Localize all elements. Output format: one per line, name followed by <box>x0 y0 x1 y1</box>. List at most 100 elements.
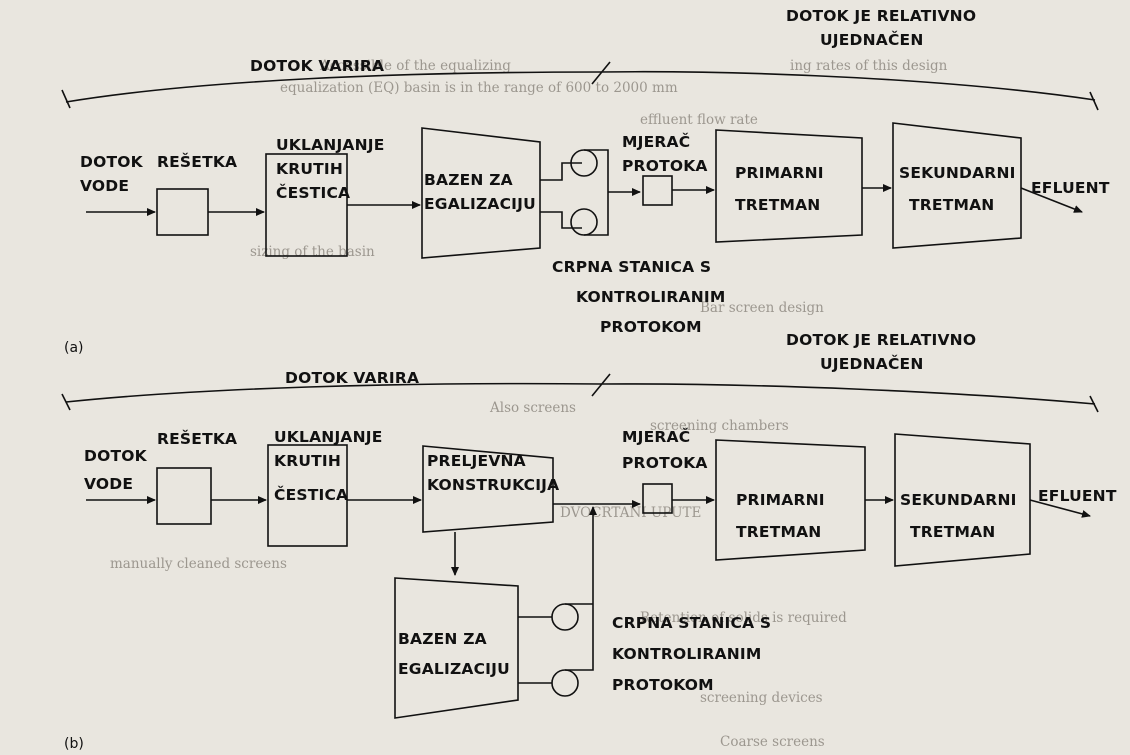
background-text-line: Bar screen design <box>700 300 824 316</box>
flow-uniform-bracket-b <box>599 383 1096 405</box>
flow-meter-box-b <box>642 483 673 514</box>
label-effluent-a: EFLUENT <box>1031 179 1110 197</box>
label-flow-varies-a: DOTOK VARIRA <box>250 57 385 75</box>
label-grit-removal-b-line1: UKLANJANJE <box>274 428 383 446</box>
label-inflow-b: DOTOK VODE <box>84 442 147 498</box>
label-secondary-a: SEKUNDARNI TRETMAN <box>899 157 1016 221</box>
label-grit-removal-b: UKLANJANJE KRUTIH ČESTICA <box>274 425 383 507</box>
label-equalization-basin-b: BAZEN ZA EGALIZACIJU <box>398 624 510 684</box>
background-text-line: screening chambers <box>650 418 789 434</box>
label-inflow-a-line1: DOTOK <box>80 153 143 171</box>
effluent-arrow-b <box>1029 499 1091 518</box>
label-inflow-a: DOTOK VODE <box>80 150 143 198</box>
flow-varies-bracket-b <box>65 382 601 403</box>
background-text-line: Retention of solids is required <box>640 610 847 626</box>
label-flow-meter-b: MJERAČ PROTOKA <box>622 425 708 475</box>
equalization-basin-shape-a <box>421 127 541 259</box>
label-flow-uniform-b: DOTOK JE RELATIVNO UJEDNAČEN <box>786 328 976 376</box>
label-flow-uniform-a: DOTOK JE RELATIVNO UJEDNAČEN <box>786 4 976 52</box>
label-primary-b-line1: PRIMARNI <box>736 491 825 509</box>
part-label-a: (a) <box>64 340 84 356</box>
label-pump-station-b-line3: PROTOKOM <box>612 676 714 694</box>
bracket-tick-a-mid <box>591 61 611 85</box>
pump-line-a-bottom <box>540 211 582 229</box>
label-primary-a-line2: TRETMAN <box>735 196 821 214</box>
pump-symbol-b-top <box>551 603 579 631</box>
label-pump-station-b-line2: KONTROLIRANIM <box>612 645 762 663</box>
flow-varies-bracket-a <box>65 71 601 103</box>
label-secondary-a-line1: SEKUNDARNI <box>899 164 1016 182</box>
label-flow-meter-a: MJERAČ PROTOKA <box>622 130 708 178</box>
label-primary-a-line1: PRIMARNI <box>735 164 824 182</box>
pump-outlet-a-top <box>584 149 609 192</box>
label-flow-uniform-b-line2: UJEDNAČEN <box>820 355 924 373</box>
secondary-treatment-shape-b <box>894 433 1031 567</box>
screen-box-a <box>156 188 209 236</box>
label-grit-removal-a: UKLANJANJE KRUTIH ČESTICA <box>276 133 385 205</box>
primary-treatment-shape-b <box>715 439 866 561</box>
screen-box-b <box>156 467 212 525</box>
label-diversion-structure-b-line2: KONSTRUKCIJA <box>427 476 560 494</box>
bracket-tick-b-left <box>61 393 71 411</box>
label-effluent-b: EFLUENT <box>1038 487 1117 505</box>
label-equalization-basin-a: BAZEN ZA EGALIZACIJU <box>424 168 536 216</box>
label-grit-removal-b-line2: KRUTIH <box>274 452 342 470</box>
label-secondary-b-line1: SEKUNDARNI <box>900 491 1017 509</box>
label-secondary-b: SEKUNDARNI TRETMAN <box>900 484 1017 548</box>
label-pump-station-b-line1: CRPNA STANICA S <box>612 614 772 632</box>
label-equalization-basin-a-line2: EGALIZACIJU <box>424 195 536 213</box>
label-primary-a: PRIMARNI TRETMAN <box>735 157 824 221</box>
label-inflow-a-line2: VODE <box>80 177 130 195</box>
label-flow-meter-a-line1: MJERAČ <box>622 133 691 151</box>
pump-symbol-b-bottom <box>551 669 579 697</box>
label-pump-station-a-line3: PROTOKOM <box>600 318 702 336</box>
label-grit-removal-a-line2: KRUTIH <box>276 160 344 178</box>
part-label-b: (b) <box>64 736 84 752</box>
background-text-line: Accessible of the equalizing <box>320 58 511 74</box>
pump-symbol-a-bottom <box>570 208 598 236</box>
label-grit-removal-a-line3: ČESTICA <box>276 184 351 202</box>
label-inflow-b-line2: VODE <box>84 475 134 493</box>
label-grit-removal-a-line1: UKLANJANJE <box>276 136 385 154</box>
label-flow-meter-b-line2: PROTOKA <box>622 454 708 472</box>
pump-outlet-b-bottom <box>565 604 594 671</box>
diversion-structure-shape-b <box>422 445 554 533</box>
label-primary-b: PRIMARNI TRETMAN <box>736 484 825 548</box>
label-equalization-basin-a-line1: BAZEN ZA <box>424 171 513 189</box>
label-secondary-b-line2: TRETMAN <box>910 523 996 541</box>
label-screen-b: REŠETKA <box>157 430 238 448</box>
bracket-tick-a-left <box>61 89 71 109</box>
secondary-treatment-shape-a <box>892 122 1022 249</box>
label-primary-b-line2: TRETMAN <box>736 523 822 541</box>
label-pump-station-a-line2: KONTROLIRANIM <box>576 288 726 306</box>
grit-removal-box-b <box>267 444 348 547</box>
label-screen-a: REŠETKA <box>157 153 238 171</box>
label-pump-station-a: CRPNA STANICA S KONTROLIRANIM PROTOKOM <box>552 252 726 342</box>
pump-line-a-top <box>540 162 582 181</box>
label-flow-varies-b: DOTOK VARIRA <box>285 369 420 387</box>
label-grit-removal-b-line3: ČESTICA <box>274 486 349 504</box>
label-diversion-structure-b: PRELJEVNA KONSTRUKCIJA <box>427 449 559 497</box>
label-flow-uniform-a-line2: UJEDNAČEN <box>820 31 924 49</box>
label-flow-meter-b-line1: MJERAČ <box>622 428 691 446</box>
label-equalization-basin-b-line2: EGALIZACIJU <box>398 660 510 678</box>
flow-meter-box-a <box>642 175 673 206</box>
bracket-tick-b-right <box>1089 395 1099 413</box>
label-pump-station-a-line1: CRPNA STANICA S <box>552 258 712 276</box>
bracket-tick-a-right <box>1089 91 1099 111</box>
label-secondary-a-line2: TRETMAN <box>909 196 995 214</box>
background-text-line: Also screens <box>490 400 576 416</box>
label-equalization-basin-b-line1: BAZEN ZA <box>398 630 487 648</box>
pump-outlet-a-bottom <box>584 192 609 236</box>
background-text-line: manually cleaned screens <box>110 556 287 572</box>
effluent-arrow-a <box>1020 187 1083 213</box>
background-text-line: effluent flow rate <box>640 112 758 128</box>
primary-treatment-shape-a <box>715 129 863 243</box>
label-inflow-b-line1: DOTOK <box>84 447 147 465</box>
background-text-line: ing rates of this design <box>790 58 948 74</box>
bracket-tick-b-mid <box>591 373 611 397</box>
label-flow-meter-a-line2: PROTOKA <box>622 157 708 175</box>
label-flow-uniform-a-line1: DOTOK JE RELATIVNO <box>786 7 977 25</box>
